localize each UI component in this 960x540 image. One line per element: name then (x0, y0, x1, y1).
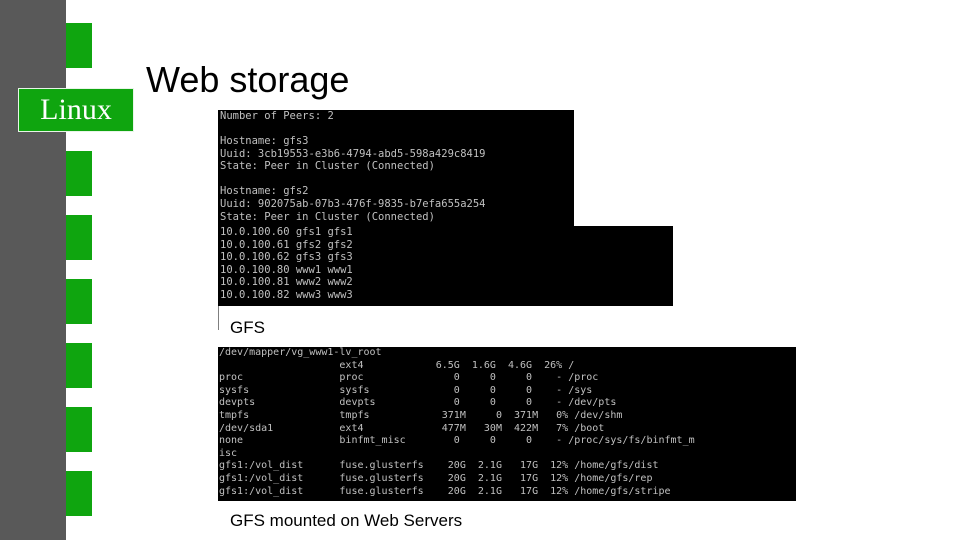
terminal-line: Hostname: gfs2 (220, 185, 309, 198)
green-tab-7 (66, 471, 92, 516)
terminal-line: 10.0.100.82 www3 www3 (220, 288, 353, 301)
caption-gfs: GFS (230, 318, 265, 337)
terminal-line: Uuid: 902075ab-07b3-476f-9835-b7efa655a2… (220, 197, 486, 210)
terminal-line: isc (219, 447, 238, 459)
terminal-line: 10.0.100.62 gfs3 gfs3 (220, 251, 353, 264)
terminal-line: 10.0.100.81 www2 www2 (220, 276, 353, 289)
terminal-line: gfs1:/vol_dist fuse.glusterfs 20G 2.1G 1… (219, 472, 653, 484)
green-tab-4 (66, 279, 92, 324)
green-tab-2 (66, 151, 92, 196)
terminal-line: /dev/sda1 ext4 477M 30M 422M 7% /boot (219, 422, 605, 434)
linux-logo: Linux (18, 88, 134, 132)
slide-title: Web storage (146, 59, 350, 100)
green-tab-1 (66, 23, 92, 68)
terminal-line: ext4 6.5G 1.6G 4.6G 26% / (219, 359, 575, 371)
terminal-line: proc proc 0 0 0 - /proc (219, 372, 599, 384)
terminal-line: tmpfs tmpfs 371M 0 371M 0% /dev/shm (219, 409, 623, 421)
terminal-line: sysfs sysfs 0 0 0 - /sys (219, 384, 593, 396)
terminal-line: Number of Peers: 2 (220, 110, 334, 122)
terminal-line: 10.0.100.61 gfs2 gfs2 (220, 238, 353, 251)
divider-line (218, 306, 219, 330)
terminal-line: /dev/mapper/vg_www1-lv_root (219, 347, 382, 358)
green-tab-3 (66, 215, 92, 260)
terminal-line: Uuid: 3cb19553-e3b6-4794-abd5-598a429c84… (220, 147, 486, 160)
sidebar-strip (0, 0, 66, 540)
green-tab-5 (66, 343, 92, 388)
terminal-df-output: /dev/mapper/vg_www1-lv_root ext4 6.5G 1.… (218, 347, 796, 501)
terminal-line: 10.0.100.60 gfs1 gfs1 (220, 226, 353, 238)
terminal-line: devpts devpts 0 0 0 - /dev/pts (219, 397, 617, 409)
terminal-line: State: Peer in Cluster (Connected) (220, 210, 435, 223)
terminal-line: none binfmt_misc 0 0 0 - /proc/sys/fs/bi… (219, 435, 695, 447)
caption-gfs-mounted: GFS mounted on Web Servers (230, 511, 463, 530)
terminal-line: State: Peer in Cluster (Connected) (220, 160, 435, 173)
terminal-line: 10.0.100.80 www1 www1 (220, 263, 353, 276)
green-tab-6 (66, 407, 92, 452)
terminal-line: Hostname: gfs3 (220, 135, 309, 148)
terminal-line: gfs1:/vol_dist fuse.glusterfs 20G 2.1G 1… (219, 460, 659, 472)
terminal-line: gfs1:/vol_dist fuse.glusterfs 20G 2.1G 1… (219, 485, 671, 497)
